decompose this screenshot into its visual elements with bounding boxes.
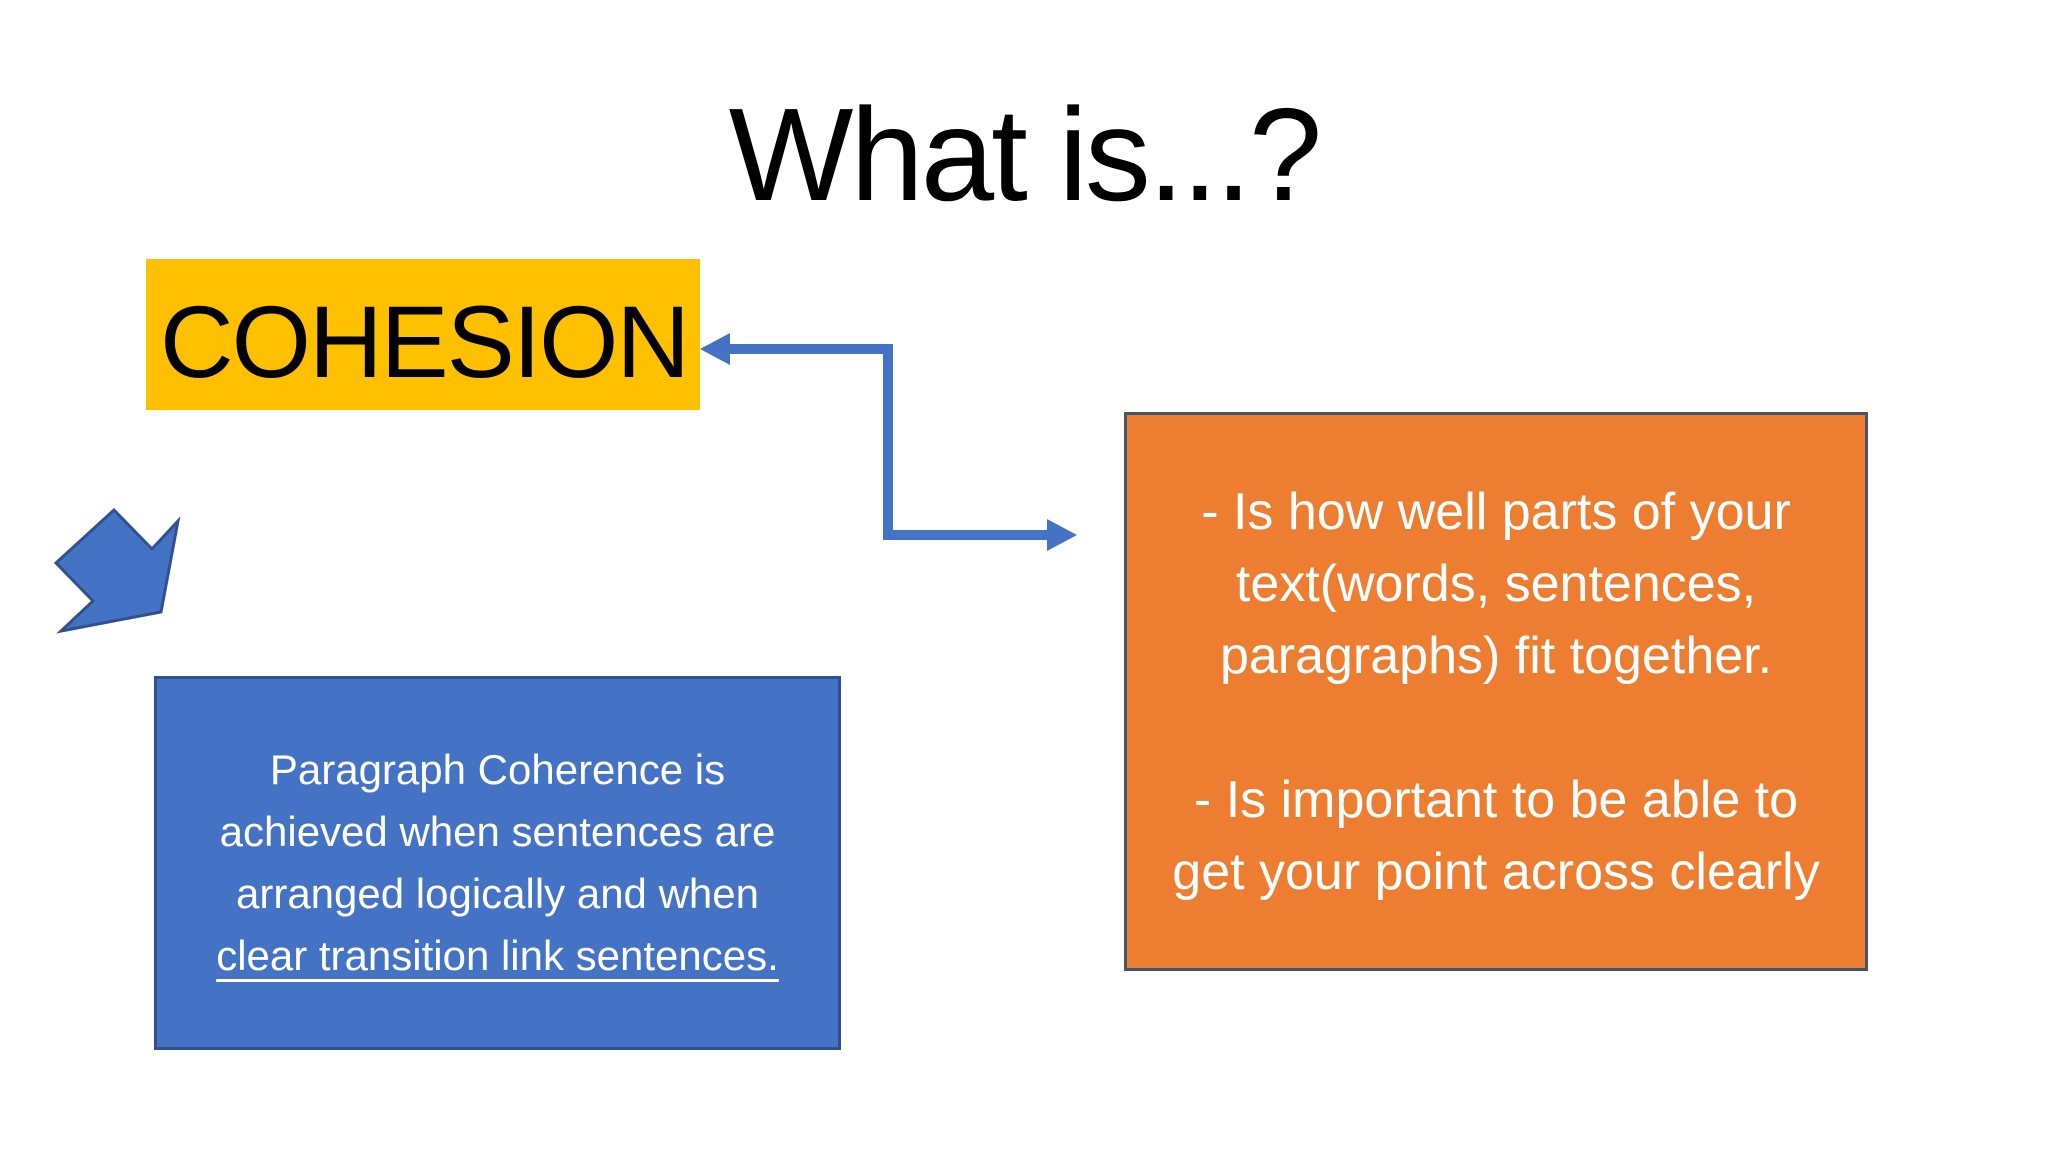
coherence-box-blue: Paragraph Coherence is achieved when sen… bbox=[154, 676, 841, 1050]
cohesion-highlight-box: COHESION bbox=[146, 259, 700, 410]
elbow-connector-line bbox=[724, 344, 1053, 540]
coherence-line-underlined: clear transition link sentences. bbox=[216, 932, 779, 979]
slide-title: What is...? bbox=[728, 81, 1323, 228]
definition-line: - Is important to be able to bbox=[1193, 770, 1799, 829]
coherence-line: achieved when sentences are bbox=[219, 808, 776, 855]
connector-right-arrowhead-icon bbox=[1047, 519, 1077, 551]
down-left-arrow-icon bbox=[53, 507, 181, 634]
connector-left-arrowhead-icon bbox=[700, 333, 730, 365]
definition-line: text(words, sentences, bbox=[1235, 554, 1757, 613]
definition-line: - Is how well parts of your bbox=[1201, 482, 1791, 541]
definition-line: get your point across clearly bbox=[1172, 842, 1820, 901]
definition-line: paragraphs) fit together. bbox=[1219, 626, 1773, 685]
cohesion-label: COHESION bbox=[160, 284, 690, 399]
definition-box-orange: - Is how well parts of your text(words, … bbox=[1124, 412, 1868, 971]
coherence-line: arranged logically and when bbox=[235, 870, 759, 917]
coherence-line: Paragraph Coherence is bbox=[269, 746, 726, 793]
